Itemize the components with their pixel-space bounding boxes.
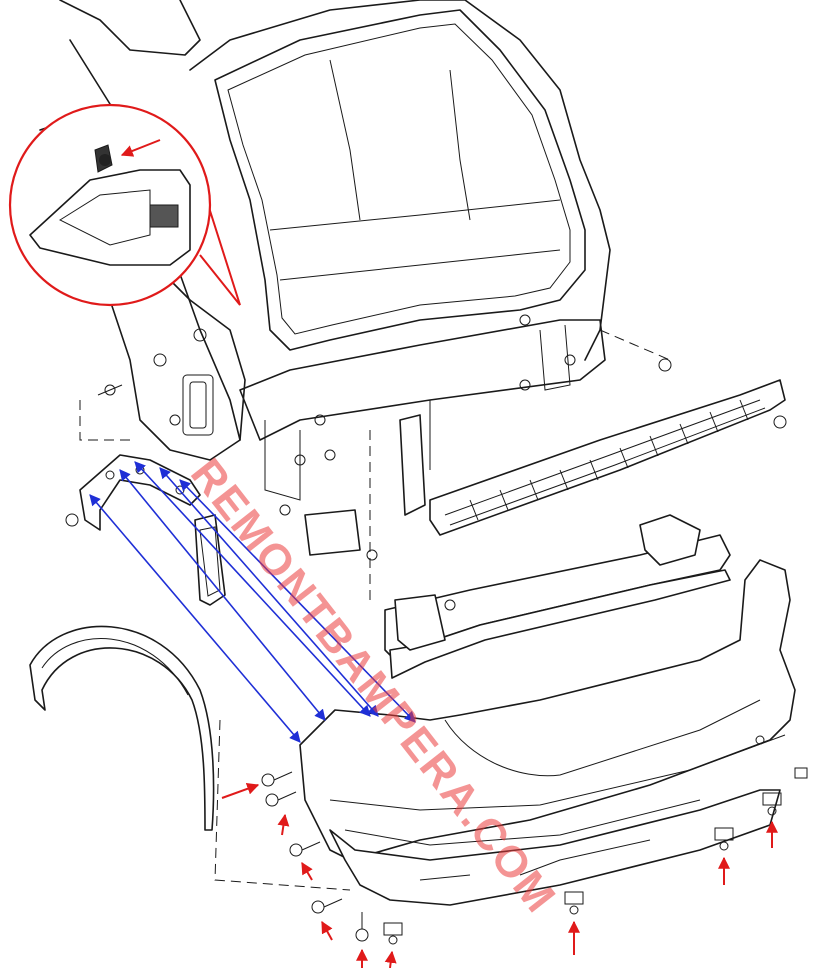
fasteners xyxy=(261,767,808,945)
tail-lamp-detail-icon xyxy=(8,103,241,307)
tailgate-opening-icon xyxy=(39,0,671,891)
wheel-arch-liner-icon xyxy=(29,625,215,831)
side-bracket-icon xyxy=(65,384,226,606)
energy-absorber-icon xyxy=(279,358,787,561)
fastener-arrows xyxy=(221,783,778,968)
bumper-reinforcement-beam-icon xyxy=(384,514,731,679)
guide-arrows xyxy=(89,461,416,743)
